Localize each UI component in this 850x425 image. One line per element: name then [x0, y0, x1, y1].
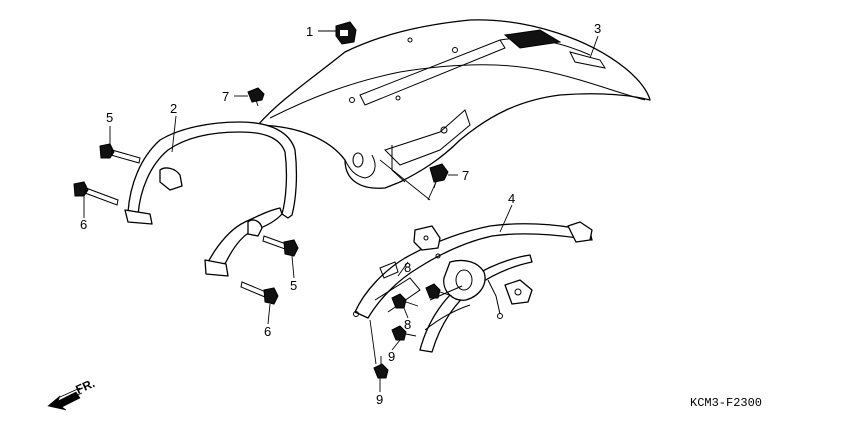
bolt-5-right[interactable]: [262, 235, 299, 257]
callout-5-right: 5: [290, 278, 297, 293]
callout-8-upper: 8: [404, 260, 411, 275]
callouts: 1 3 7 7 2 5 6 4 5 6 8 8 9 9: [80, 21, 601, 407]
rear-fender[interactable]: [257, 19, 651, 189]
callout-7-upper: 7: [222, 89, 229, 104]
callout-9-upper: 9: [388, 349, 395, 364]
diagram-code: KCM3-F2300: [690, 396, 762, 410]
front-label: FR.: [74, 376, 97, 397]
callout-9-lower: 9: [376, 392, 383, 407]
callout-7-lower: 7: [462, 168, 469, 183]
callout-8-lower: 8: [404, 317, 411, 332]
bolt-9-lower[interactable]: [373, 356, 389, 379]
clip-nut[interactable]: [335, 21, 357, 45]
leader-lines: [83, 30, 599, 392]
front-direction-arrow-icon: [47, 387, 83, 411]
grab-rail[interactable]: [124, 121, 298, 277]
callout-3: 3: [594, 21, 601, 36]
bolt-6-right[interactable]: [240, 281, 279, 305]
bolt-8-lower[interactable]: [391, 293, 419, 309]
bolt-6-left[interactable]: [73, 181, 119, 206]
callout-4: 4: [508, 191, 515, 206]
callout-2: 2: [170, 101, 177, 116]
front-direction-indicator: FR.: [47, 376, 97, 411]
fender-stay[interactable]: [353, 221, 593, 353]
callout-5-left: 5: [106, 110, 113, 125]
lower-screw-7[interactable]: [429, 163, 449, 189]
callout-6-left: 6: [80, 217, 87, 232]
upper-screw-7[interactable]: [247, 87, 265, 107]
callout-6-right: 6: [264, 324, 271, 339]
bolt-5-left[interactable]: [99, 143, 141, 164]
bolt-8-upper[interactable]: [425, 283, 453, 299]
callout-1: 1: [306, 24, 313, 39]
bolt-9-upper[interactable]: [391, 325, 417, 341]
